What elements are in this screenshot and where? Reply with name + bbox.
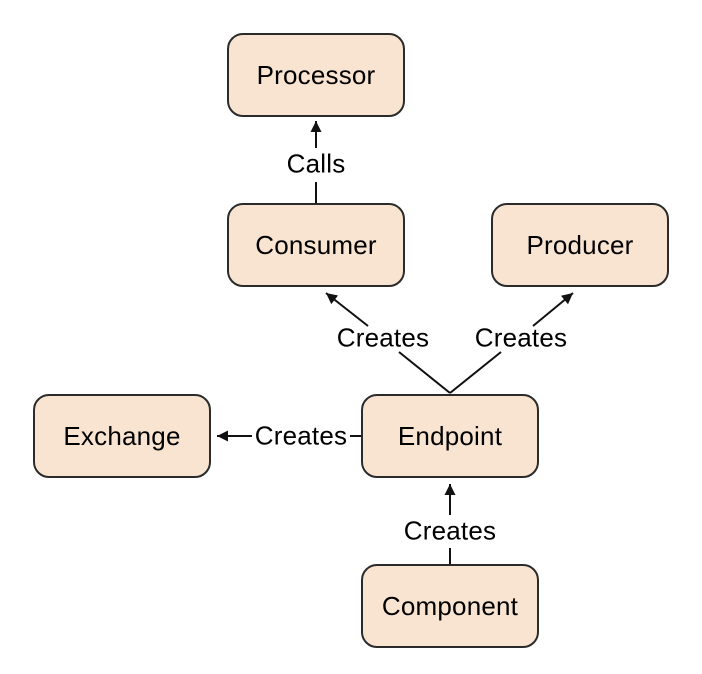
edge-label-creates-producer: Creates — [474, 322, 568, 353]
node-processor: Processor — [227, 33, 405, 117]
edge-endpoint-consumer — [325, 292, 451, 394]
edge-label-creates-exchange: Creates — [254, 420, 348, 451]
edge-label-calls: Calls — [286, 148, 346, 179]
edge-endpoint-producer — [449, 292, 574, 394]
node-component: Component — [361, 564, 539, 648]
node-endpoint: Endpoint — [361, 394, 539, 478]
edge-label-creates-consumer: Creates — [336, 322, 430, 353]
node-producer: Producer — [491, 203, 669, 287]
edge-label-creates-component: Creates — [403, 515, 497, 546]
node-consumer: Consumer — [227, 203, 405, 287]
arrowhead-to-producer — [532, 292, 574, 327]
node-exchange: Exchange — [33, 394, 211, 478]
arrowhead-to-consumer — [325, 292, 369, 327]
